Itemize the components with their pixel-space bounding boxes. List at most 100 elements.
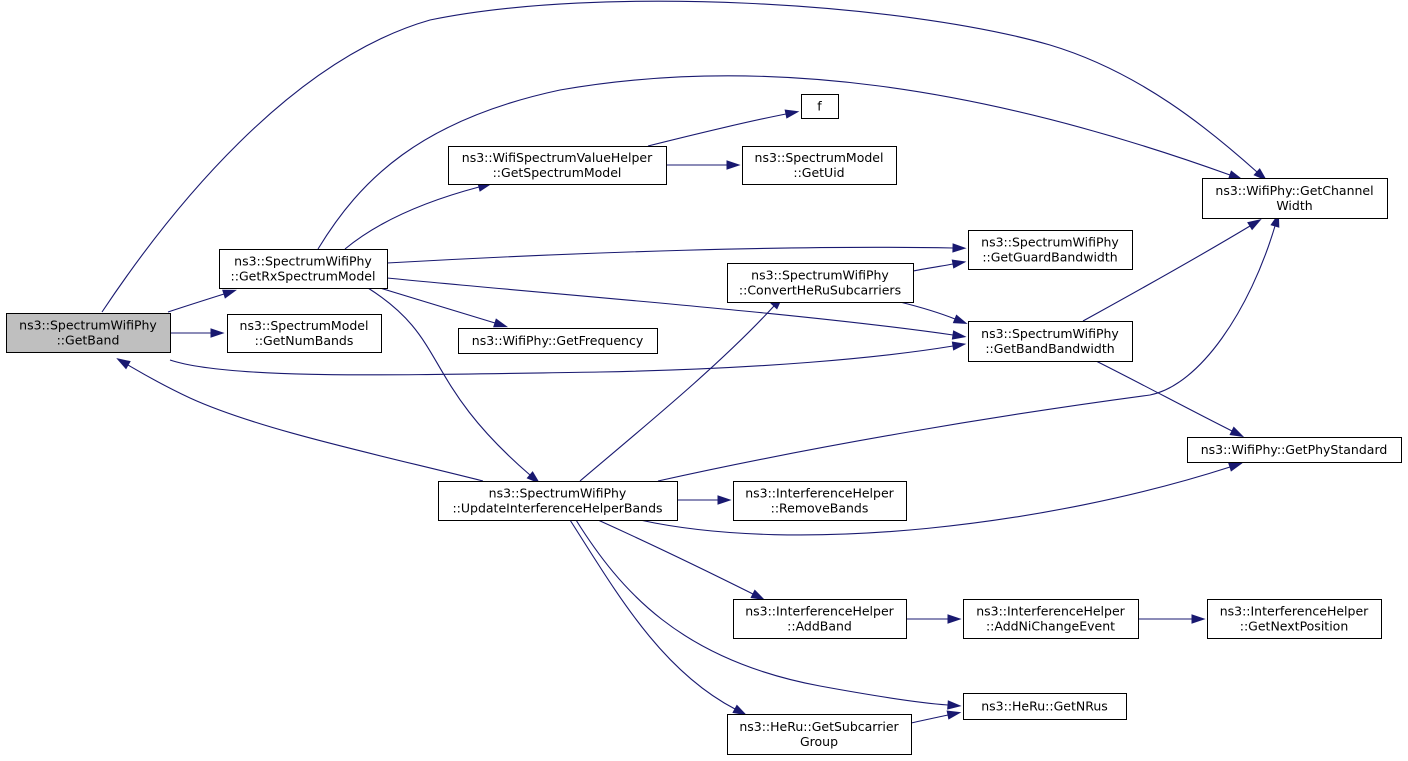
edge-line	[657, 225, 1276, 482]
edge-arrowhead	[952, 314, 968, 324]
edge-line	[367, 287, 531, 476]
node-label-line: ns3::SpectrumWifiPhy	[981, 235, 1119, 250]
node-label-line: ::GetRxSpectrumModel	[231, 269, 376, 284]
node-getnextposition[interactable]: ns3::InterferenceHelper::GetNextPosition	[1207, 599, 1382, 639]
node-getuid[interactable]: ns3::SpectrumModel::GetUid	[742, 146, 897, 185]
edge-arrowhead	[732, 704, 748, 716]
node-getband[interactable]: ns3::SpectrumWifiPhy::GetBand	[6, 313, 171, 353]
edge-arrowhead	[951, 259, 967, 269]
edge-getrxspectrummodel-to-getspectrummodel	[344, 182, 493, 250]
node-label-line: ns3::HeRu::GetNRus	[981, 699, 1108, 714]
edge-arrowhead	[526, 471, 541, 484]
node-label-line: ns3::HeRu::GetSubcarrier	[739, 719, 899, 734]
edge-getrxspectrummodel-to-getfrequency	[379, 287, 509, 328]
edge-arrowhead	[1247, 218, 1262, 231]
edge-getband-to-getchannelwidth	[101, 0, 1268, 313]
edge-line	[899, 301, 956, 320]
edge-arrowhead	[116, 358, 131, 370]
node-removebands[interactable]: ns3::InterferenceHelper::RemoveBands	[733, 481, 907, 521]
edge-getband-to-getnumbands	[170, 328, 225, 338]
edge-line	[912, 263, 954, 272]
node-getnrus[interactable]: ns3::HeRu::GetNRus	[963, 693, 1127, 720]
node-getphystandard[interactable]: ns3::WifiPhy::GetPhyStandard	[1187, 437, 1402, 463]
node-label-line: ns3::WifiPhy::GetChannel	[1215, 183, 1373, 198]
node-label-line: ns3::SpectrumWifiPhy	[981, 326, 1119, 341]
node-label-line: ::GetBandBandwidth	[985, 341, 1114, 356]
node-getbandbandwidth[interactable]: ns3::SpectrumWifiPhy::GetBandBandwidth	[968, 321, 1133, 362]
edge-arrowhead	[1229, 426, 1245, 438]
node-box	[968, 321, 1133, 362]
edge-arrowhead	[493, 318, 509, 328]
edge-convertheru-to-getbandbandwidth	[899, 301, 968, 324]
node-label-line: ns3::SpectrumWifiPhy	[19, 318, 157, 333]
edge-arrowhead	[784, 109, 800, 119]
node-convertheru[interactable]: ns3::SpectrumWifiPhy::ConvertHeRuSubcarr…	[727, 263, 914, 303]
edge-arrowhead	[717, 495, 732, 505]
edge-updateinterference-to-addband	[597, 519, 766, 601]
edge-layer	[101, 0, 1280, 724]
node-box	[727, 263, 914, 303]
edge-getband-to-getrxspectrummodel	[167, 289, 237, 313]
edge-arrowhead	[1253, 168, 1268, 182]
node-addband[interactable]: ns3::InterferenceHelper::AddBand	[733, 599, 907, 639]
edge-getrxspectrummodel-to-getchannelwidth	[317, 75, 1243, 250]
edge-arrowhead	[1191, 614, 1206, 624]
edge-line	[344, 186, 480, 250]
node-label-line: ns3::InterferenceHelper	[976, 604, 1125, 619]
edge-line	[1095, 360, 1233, 432]
edge-getband-to-getbandbandwidth	[169, 341, 967, 376]
node-box	[458, 328, 658, 354]
node-label-line: ns3::InterferenceHelper	[745, 604, 894, 619]
edge-updateinterference-to-getsubcarriergroup	[569, 519, 748, 716]
edge-addnichangeevent-to-getnextposition	[1138, 614, 1206, 624]
edge-getbandbandwidth-to-getchannelwidth	[1082, 218, 1262, 322]
node-label-line: ::GetSpectrumModel	[493, 165, 622, 180]
node-label-line: ::GetNumBands	[255, 333, 354, 348]
node-box	[6, 313, 171, 353]
node-label-line: ::AddBand	[787, 619, 852, 634]
node-getguardbandwidth[interactable]: ns3::SpectrumWifiPhy::GetGuardBandwidth	[968, 230, 1133, 270]
node-label-line: ns3::InterferenceHelper	[1220, 604, 1369, 619]
edge-arrowhead	[952, 243, 967, 253]
node-label-line: ::RemoveBands	[771, 501, 869, 516]
edge-line	[569, 519, 736, 710]
edge-arrowhead	[726, 160, 741, 170]
edge-line	[386, 277, 954, 336]
edge-getrxspectrummodel-to-updateinterference	[367, 287, 541, 484]
node-label-line: ::GetNextPosition	[1240, 619, 1349, 634]
node-f[interactable]: f	[801, 94, 839, 119]
node-getspectrummodel[interactable]: ns3::WifiSpectrumValueHelper::GetSpectru…	[448, 146, 667, 185]
node-addnichangeevent[interactable]: ns3::InterferenceHelper::AddNiChangeEven…	[963, 599, 1139, 639]
edge-arrowhead	[1228, 170, 1243, 180]
edge-updateinterference-to-getnrus	[575, 519, 962, 710]
edge-line	[597, 519, 754, 595]
edge-updateinterference-to-convertheru	[579, 296, 784, 482]
node-label-line: ns3::SpectrumModel	[755, 150, 884, 165]
edge-getrxspectrummodel-to-getguardbandwidth	[386, 243, 967, 264]
node-label-line: ::UpdateInterferenceHelperBands	[452, 501, 662, 516]
node-getfrequency[interactable]: ns3::WifiPhy::GetFrequency	[458, 328, 658, 354]
edge-addband-to-addnichangeevent	[906, 614, 962, 624]
edge-getbandbandwidth-to-getphystandard	[1095, 360, 1245, 438]
node-box	[1187, 437, 1402, 463]
node-label-line: ns3::WifiSpectrumValueHelper	[462, 150, 653, 165]
node-label-line: ns3::SpectrumWifiPhy	[234, 254, 372, 269]
edge-line	[386, 246, 954, 264]
node-getrxspectrummodel[interactable]: ns3::SpectrumWifiPhy::GetRxSpectrumModel	[219, 249, 388, 289]
node-box	[963, 693, 1127, 720]
edge-updateinterference-to-removebands	[677, 495, 732, 505]
edge-arrowhead	[951, 341, 967, 351]
node-getnumbands[interactable]: ns3::SpectrumModel::GetNumBands	[227, 314, 382, 353]
edge-line	[647, 113, 787, 147]
edge-arrowhead	[1228, 462, 1243, 472]
edge-updateinterference-to-getband	[116, 358, 484, 482]
edge-getspectrummodel-to-getuid	[666, 160, 741, 170]
edge-getrxspectrummodel-to-getbandbandwidth	[386, 277, 967, 340]
edge-line	[127, 364, 484, 482]
edge-line	[639, 466, 1231, 536]
edge-line	[169, 345, 954, 376]
node-updateinterference[interactable]: ns3::SpectrumWifiPhy::UpdateInterference…	[438, 481, 678, 521]
